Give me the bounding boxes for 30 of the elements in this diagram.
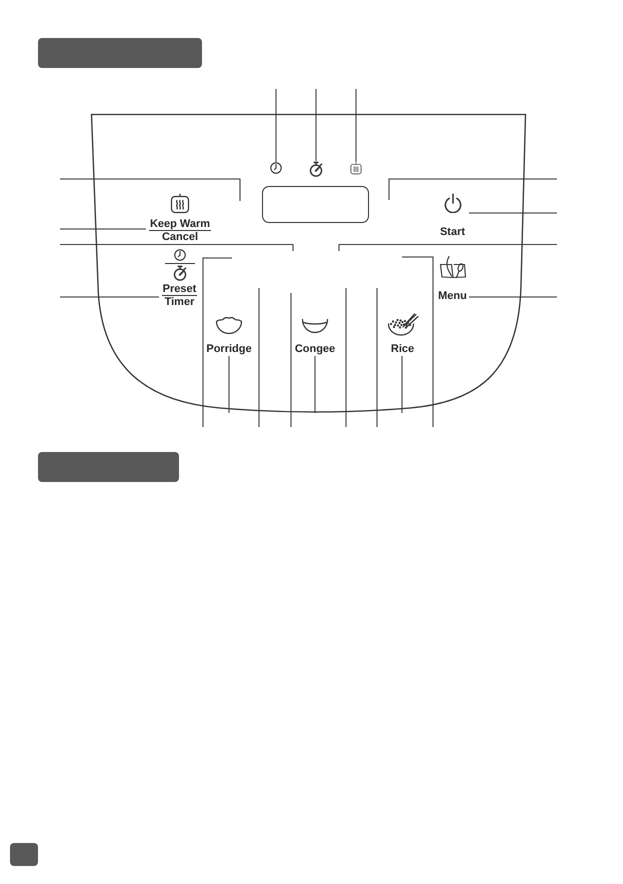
button-label: Menu: [438, 290, 467, 302]
button-label: Preset: [162, 283, 198, 296]
leader-line: [228, 356, 230, 414]
leader-line: [402, 256, 434, 428]
leader-line: [468, 296, 558, 298]
leader-line: [338, 244, 558, 252]
leader-line: [376, 288, 378, 428]
heading-banner: [38, 38, 202, 68]
display-window: [262, 186, 369, 223]
leader-line: [60, 178, 240, 202]
button-label: Timer: [164, 296, 194, 308]
leader-line: [290, 292, 292, 428]
leader-line: [314, 356, 316, 414]
clock-icon: [270, 162, 282, 174]
leader-line: [388, 178, 558, 200]
leader-line: [60, 228, 146, 230]
button-label: Keep Warm: [148, 218, 212, 231]
button-label: Porridge: [206, 343, 252, 355]
button-label: Cancel: [162, 231, 198, 243]
leader-line: [60, 244, 294, 252]
stopwatch-icon: [309, 161, 323, 177]
leader-line: [468, 212, 558, 214]
button-label: Rice: [390, 343, 414, 355]
steam-icon: [350, 162, 362, 175]
button-label: Congee: [294, 343, 336, 355]
button-label: Start: [440, 226, 466, 238]
heading-banner: [38, 452, 179, 482]
leader-line: [258, 288, 260, 428]
leader-line: [202, 258, 232, 428]
leader-line: [60, 296, 160, 298]
